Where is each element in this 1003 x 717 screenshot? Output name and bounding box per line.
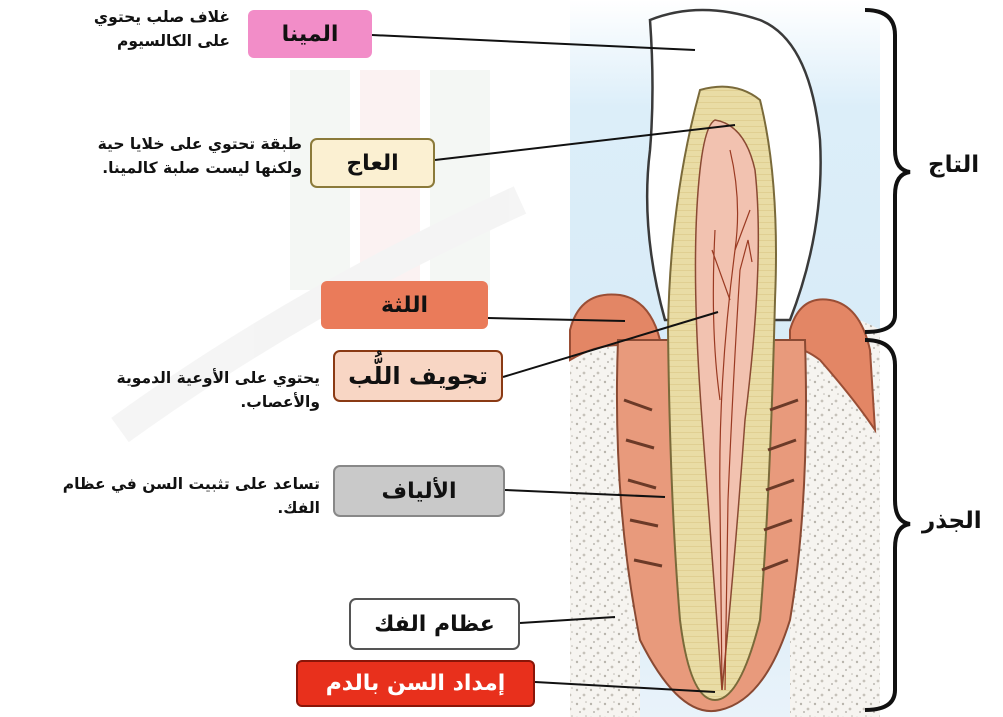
desc-enamel-line1: غلاف صلب يحتوي [50,5,230,29]
desc-enamel: غلاف صلب يحتوي على الكالسيوم [50,5,230,53]
label-blood-supply: إمداد السن بالدم [296,660,535,707]
label-enamel: المينا [248,10,372,58]
desc-pulp-line2: والأعصاب. [40,390,320,414]
desc-dentin-line1: طبقة تحتوي على خلايا حية [22,132,302,156]
label-jawbone: عظام الفك [349,598,520,650]
label-dentin: العاج [310,138,435,188]
desc-dentin: طبقة تحتوي على خلايا حية ولكنها ليست صلب… [22,132,302,180]
desc-fibers-line1: تساعد على تثبيت السن في عظام [5,472,320,496]
desc-enamel-line2: على الكالسيوم [50,29,230,53]
label-fibers: الألياف [333,465,505,517]
desc-pulp-line1: يحتوي على الأوعية الدموية [40,366,320,390]
label-pulp: تجويف اللُّب [333,350,503,402]
desc-pulp: يحتوي على الأوعية الدموية والأعصاب. [40,366,320,414]
label-gum: اللثة [321,281,488,329]
desc-dentin-line2: ولكنها ليست صلبة كالمينا. [22,156,302,180]
crown-label: التاج [928,152,979,178]
desc-fibers: تساعد على تثبيت السن في عظام الفك. [5,472,320,520]
root-label: الجذر [922,508,982,534]
desc-fibers-line2: الفك. [5,496,320,520]
